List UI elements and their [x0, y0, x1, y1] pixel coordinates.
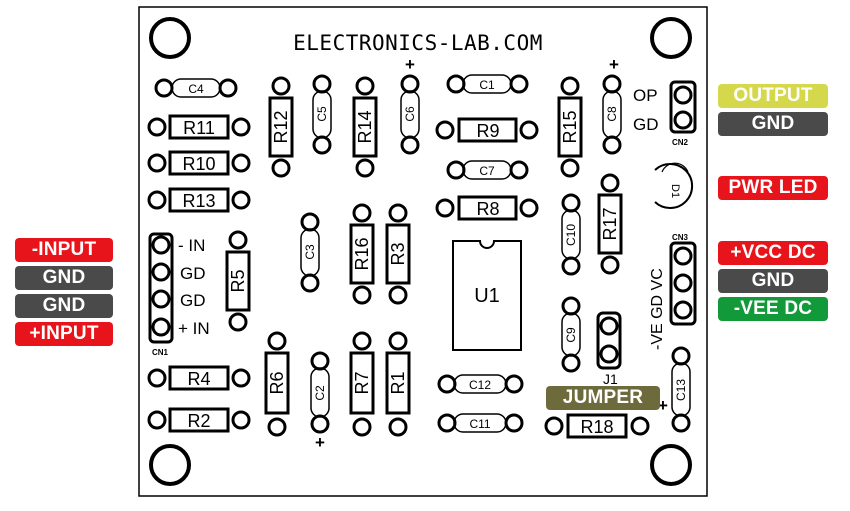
capacitor-c8: C8 — [602, 74, 622, 155]
resistor-r18: R18 — [544, 413, 650, 439]
silk-gd-2: GD — [180, 291, 206, 310]
resistor-r15: R15 — [557, 76, 583, 178]
label-plus-input: +INPUT — [15, 322, 113, 346]
plus-c8: + — [609, 55, 619, 74]
resistor-r16: R16 — [349, 203, 375, 305]
svg-text:R7: R7 — [352, 371, 372, 394]
label-jumper: JUMPER — [546, 386, 660, 410]
resistor-r1: R1 — [385, 331, 411, 437]
svg-text:R18: R18 — [580, 417, 613, 437]
cn1-label: CN1 — [152, 348, 169, 357]
svg-text:R14: R14 — [355, 110, 375, 143]
svg-text:R11: R11 — [183, 118, 215, 138]
silk-cn3-pins: -VE GD VC — [649, 268, 666, 350]
label-gnd-left-2: GND — [15, 294, 113, 318]
svg-text:U1: U1 — [474, 285, 500, 307]
svg-text:C12: C12 — [469, 378, 491, 392]
svg-text:C1: C1 — [479, 78, 495, 92]
capacitor-c9: C9 — [561, 296, 581, 373]
resistor-r8: R8 — [435, 195, 539, 221]
label-vcc-dc: +VCC DC — [718, 241, 828, 265]
svg-text:R16: R16 — [352, 237, 372, 270]
svg-text:R3: R3 — [388, 242, 408, 265]
label-minus-input: -INPUT — [15, 238, 113, 262]
svg-text:R13: R13 — [182, 191, 215, 211]
cn3-label: CN3 — [672, 233, 689, 242]
resistor-r14: R14 — [352, 76, 378, 178]
resistor-r2: R2 — [147, 407, 251, 433]
capacitor-c2: C2 — [310, 351, 330, 434]
label-gnd-right-1: GND — [718, 112, 828, 136]
resistor-r7: R7 — [349, 331, 375, 437]
svg-text:R17: R17 — [600, 207, 620, 240]
svg-text:C4: C4 — [188, 82, 204, 96]
silk-minus-in: - IN — [178, 236, 205, 255]
label-output: OUTPUT — [718, 84, 828, 108]
led-d1 — [654, 162, 694, 209]
capacitor-c3: C3 — [300, 212, 320, 293]
label-gnd-right-2: GND — [718, 269, 828, 293]
svg-text:R9: R9 — [476, 121, 499, 141]
jumper-j1 — [596, 311, 622, 370]
label-gnd-left-1: GND — [15, 266, 113, 290]
resistor-r3: R3 — [385, 203, 411, 305]
board-title: ELECTRONICS-LAB.COM — [293, 31, 543, 55]
capacitor-c12: C12 — [437, 374, 524, 394]
svg-text:C8: C8 — [605, 106, 619, 122]
svg-text:C5: C5 — [315, 106, 329, 122]
svg-text:R10: R10 — [182, 154, 215, 174]
j1-label: J1 — [603, 371, 618, 387]
svg-text:R8: R8 — [476, 199, 499, 219]
capacitor-c7: C7 — [446, 160, 529, 180]
mounting-holes — [149, 17, 692, 486]
capacitor-c1: C1 — [446, 74, 529, 94]
svg-text:C2: C2 — [313, 385, 327, 401]
svg-text:R1: R1 — [388, 371, 408, 394]
resistor-r5: R5 — [225, 230, 251, 332]
svg-text:C3: C3 — [303, 244, 317, 260]
resistor-r6: R6 — [264, 331, 290, 437]
svg-text:R4: R4 — [187, 369, 210, 389]
svg-text:R5: R5 — [228, 269, 248, 292]
silk-plus-in: + IN — [178, 319, 210, 338]
d1-label: D1 — [669, 184, 681, 198]
cn3-connector — [669, 241, 697, 326]
ic-u1: U1 — [452, 240, 522, 351]
svg-text:R12: R12 — [271, 110, 291, 143]
plus-c6: + — [405, 55, 415, 74]
silk-op: OP — [633, 86, 658, 105]
silk-gd-1: GD — [180, 264, 206, 283]
svg-text:R6: R6 — [267, 371, 287, 394]
label-pwr-led: PWR LED — [718, 176, 828, 200]
capacitor-c4: C4 — [154, 78, 238, 98]
resistor-r9: R9 — [435, 117, 539, 143]
resistor-r17: R17 — [597, 173, 623, 275]
label-vee-dc: -VEE DC — [718, 297, 828, 321]
capacitor-c13: C13 — [671, 346, 691, 433]
svg-text:R15: R15 — [560, 110, 580, 143]
resistor-r10: R10 — [147, 150, 251, 176]
resistor-r12: R12 — [268, 76, 294, 178]
svg-text:C9: C9 — [564, 327, 578, 343]
svg-text:R2: R2 — [187, 411, 210, 431]
svg-text:C6: C6 — [403, 106, 417, 122]
capacitor-c5: C5 — [312, 74, 332, 155]
cn2-label: CN2 — [672, 138, 689, 147]
svg-text:C11: C11 — [469, 417, 490, 431]
resistor-r4: R4 — [147, 365, 251, 391]
cn2-connector — [669, 80, 697, 134]
plus-c2: + — [315, 433, 325, 452]
capacitor-c10: C10 — [561, 193, 581, 276]
svg-text:C10: C10 — [564, 224, 578, 246]
svg-text:C13: C13 — [674, 379, 688, 401]
resistor-r11: R11 — [147, 114, 251, 140]
capacitor-c6: C6 — [400, 74, 420, 155]
svg-text:C7: C7 — [479, 164, 495, 178]
silk-gd-out: GD — [633, 115, 659, 134]
plus-c13: + — [658, 396, 668, 415]
resistor-r13: R13 — [147, 187, 251, 213]
cn1-connector — [148, 232, 174, 344]
capacitor-c11: C11 — [437, 413, 524, 433]
